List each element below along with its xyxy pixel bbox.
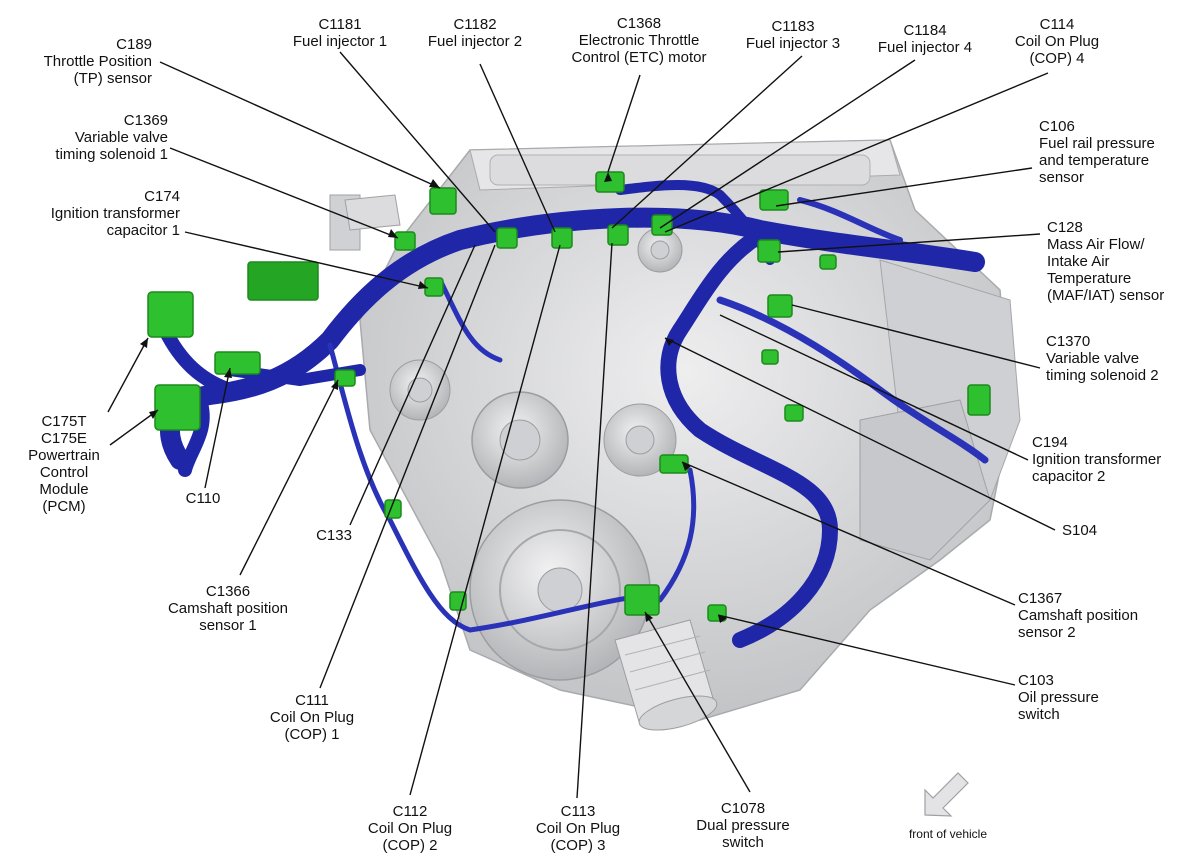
oil-filter: [614, 619, 718, 731]
front-of-vehicle-label: front of vehicle: [908, 827, 988, 841]
label-c110: C110: [185, 490, 221, 507]
leader-lines: [107, 51, 1056, 799]
leader-arrowheads: [140, 172, 727, 623]
wiring-harness: [158, 180, 989, 648]
harness-connectors: [147, 171, 991, 622]
engine-pulleys: [389, 227, 683, 681]
arrow-down-left-icon: [924, 772, 969, 817]
label-c133: C133: [316, 527, 352, 544]
label-s104: S104: [1062, 522, 1098, 539]
